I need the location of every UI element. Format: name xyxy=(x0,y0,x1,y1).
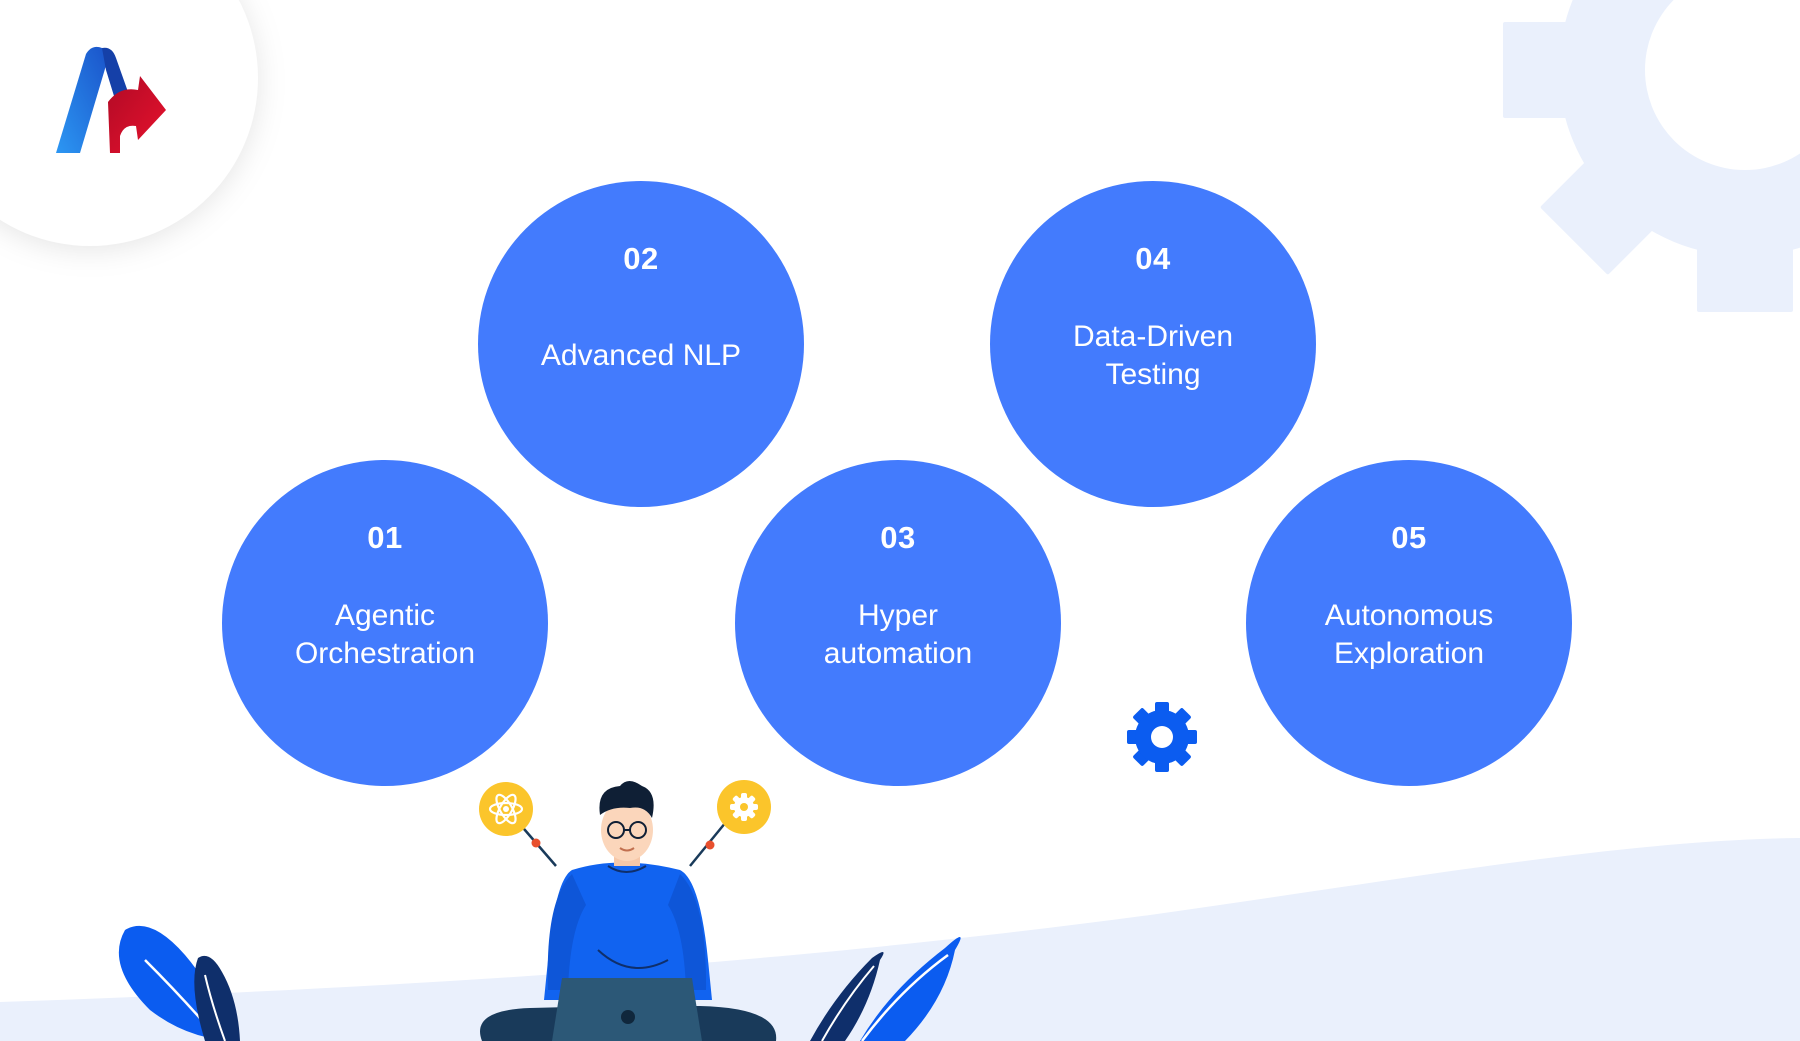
step-label: Autonomous Exploration xyxy=(1324,599,1494,670)
brand-logo-icon xyxy=(56,46,166,153)
step-number: 02 xyxy=(623,241,659,276)
bottom-wave-shape xyxy=(0,838,1800,1041)
step-circle-03: 03 Hyper automation xyxy=(735,460,1061,786)
step-circle-01: 01 Agentic Orchestration xyxy=(222,460,548,786)
step-number: 04 xyxy=(1135,241,1171,276)
step-label: Advanced NLP xyxy=(540,339,742,372)
step-circle-02: 02 Advanced NLP xyxy=(478,181,804,507)
gear-icon xyxy=(1503,0,1800,312)
step-circle-05: 05 Autonomous Exploration xyxy=(1246,460,1572,786)
step-number: 03 xyxy=(880,520,916,555)
step-label: Hyper automation xyxy=(823,599,973,670)
step-label: Data-Driven Testing xyxy=(1072,320,1234,391)
step-circle-04: 04 Data-Driven Testing xyxy=(990,181,1316,507)
step-label: Agentic Orchestration xyxy=(294,599,476,670)
step-number: 05 xyxy=(1391,520,1427,555)
step-number: 01 xyxy=(367,520,403,555)
